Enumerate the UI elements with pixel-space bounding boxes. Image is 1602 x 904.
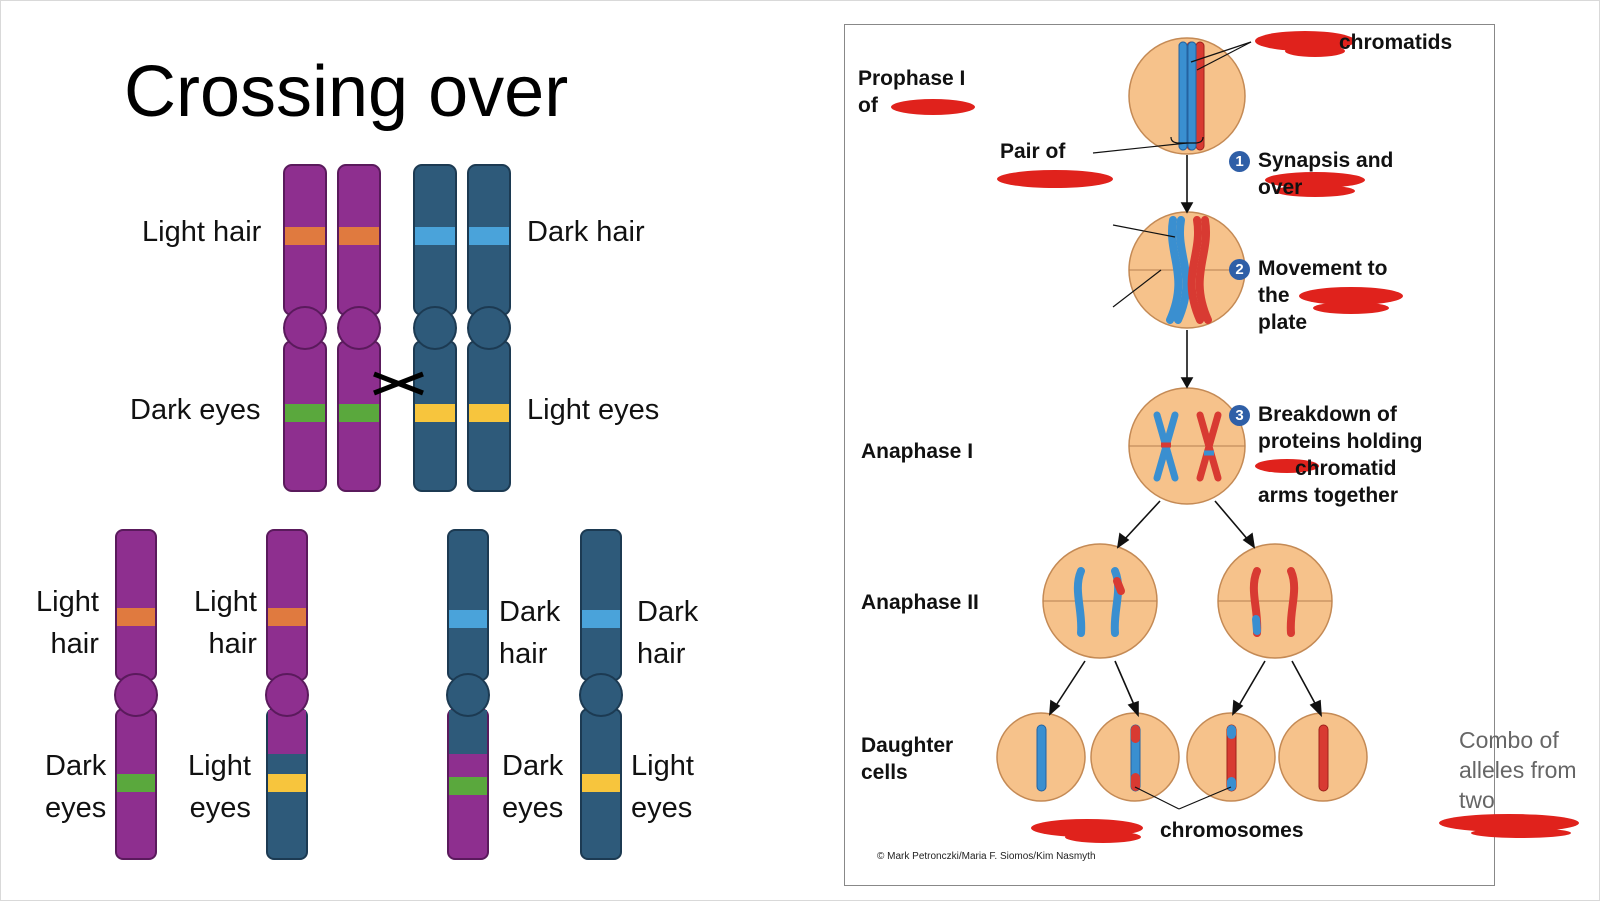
crossover-x-icon [373, 371, 424, 396]
slide-title: Crossing over [124, 52, 569, 132]
cell-prophase [1128, 37, 1246, 155]
step-1-badge-icon: 1 [1229, 151, 1250, 172]
label-light-eyes: Light eyes [527, 394, 660, 426]
daughter-cells [996, 712, 1368, 802]
parent-chromosome-purple-2 [337, 164, 381, 492]
cell-anaphase-2-right [1217, 543, 1333, 659]
label-dark-hair: Dark hair [527, 216, 645, 248]
label-chromosomes: chromosomes [1160, 819, 1304, 842]
arrows [1049, 155, 1322, 718]
label-light-hair: Light hair [142, 216, 262, 248]
chromosome-illustration [114, 164, 623, 860]
cell-anaphase-1 [1128, 387, 1246, 505]
cell-anaphase-2-left [1042, 543, 1158, 659]
label-chromatids: chromatids [1339, 31, 1453, 54]
figure-credit: © Mark Petronczki/Maria F. Siomos/Kim Na… [877, 851, 1096, 862]
offspring-chromosome-3 [446, 529, 490, 860]
label-anaphase-1: Anaphase I [861, 440, 974, 463]
offspring-chromosome-4 [579, 529, 623, 860]
offspring-chromosome-2 [265, 529, 309, 860]
step-2-badge-icon: 2 [1229, 259, 1250, 280]
label-anaphase-2: Anaphase II [861, 591, 979, 614]
label-pair-of: Pair of [1000, 140, 1066, 163]
step-3-badge-icon: 3 [1229, 405, 1250, 426]
parent-chromosome-teal-2 [467, 164, 511, 492]
leader-lines [1092, 41, 1252, 810]
redaction-marks [891, 31, 1403, 843]
offspring-chromosome-1 [114, 529, 158, 860]
parent-chromosome-teal-1 [413, 164, 457, 492]
meiosis-figure-art [891, 31, 1403, 843]
allele-light-hair [285, 227, 325, 245]
parent-chromosome-purple-1 [283, 164, 327, 492]
allele-dark-eyes [285, 404, 325, 422]
label-dark-eyes: Dark eyes [130, 394, 261, 426]
cell-metaphase [1128, 211, 1246, 329]
